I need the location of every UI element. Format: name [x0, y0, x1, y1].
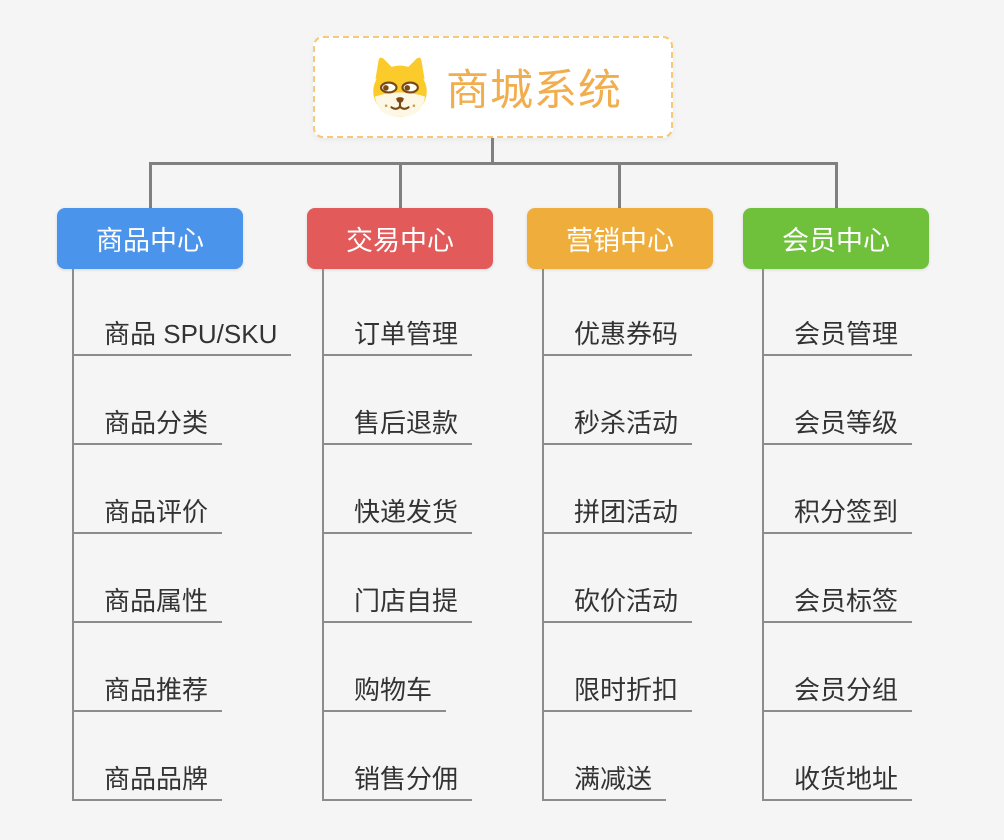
connector-horizontal	[149, 162, 838, 165]
branch-column-member: 会员管理会员等级积分签到会员标签会员分组收货地址	[762, 269, 994, 801]
leaf-item[interactable]: 售后退款	[322, 403, 473, 445]
leaf-item[interactable]: 订单管理	[322, 314, 473, 356]
leaf-item[interactable]: 限时折扣	[542, 670, 693, 712]
branch-column-product: 商品 SPU/SKU 商品分类商品评价商品属性商品推荐商品品牌	[72, 269, 304, 801]
leaf-item[interactable]: 快递发货	[322, 492, 473, 534]
leaf-item[interactable]: 会员标签	[762, 581, 913, 623]
leaf-item[interactable]: 购物车	[322, 670, 447, 712]
branch-header-trade[interactable]: 交易中心	[307, 208, 493, 269]
connector-drop	[149, 162, 152, 208]
leaf-item[interactable]: 积分签到	[762, 492, 913, 534]
leaf-item[interactable]: 拼团活动	[542, 492, 693, 534]
leaf-item[interactable]: 满减送	[542, 759, 667, 801]
leaf-item[interactable]: 商品品牌	[72, 759, 223, 801]
leaf-item[interactable]: 商品评价	[72, 492, 223, 534]
leaf-item[interactable]: 砍价活动	[542, 581, 693, 623]
leaf-item[interactable]: 会员管理	[762, 314, 913, 356]
leaf-item[interactable]: 销售分佣	[322, 759, 473, 801]
leaf-item[interactable]: 收货地址	[762, 759, 913, 801]
root-node[interactable]: 商城系统	[313, 36, 673, 138]
branch-header-marketing[interactable]: 营销中心	[527, 208, 713, 269]
leaf-item[interactable]: 商品推荐	[72, 670, 223, 712]
leaf-item[interactable]: 会员等级	[762, 403, 913, 445]
dog-face-icon	[373, 57, 427, 117]
leaf-item[interactable]: 商品属性	[72, 581, 223, 623]
leaf-item[interactable]: 商品分类	[72, 403, 223, 445]
leaf-item[interactable]: 门店自提	[322, 581, 473, 623]
leaf-item[interactable]: 商品 SPU/SKU	[72, 314, 292, 356]
connector-drop	[618, 162, 621, 208]
branch-column-marketing: 优惠券码秒杀活动拼团活动砍价活动限时折扣满减送	[542, 269, 774, 801]
root-title: 商城系统	[446, 67, 622, 115]
leaf-item[interactable]: 优惠券码	[542, 314, 693, 356]
leaf-item[interactable]: 秒杀活动	[542, 403, 693, 445]
branch-header-member[interactable]: 会员中心	[743, 208, 929, 269]
connector-root-stem	[491, 138, 494, 164]
branch-header-product[interactable]: 商品中心	[57, 208, 243, 269]
connector-drop	[399, 162, 402, 208]
connector-drop	[835, 162, 838, 208]
branch-column-trade: 订单管理售后退款快递发货门店自提购物车销售分佣	[322, 269, 554, 801]
leaf-item[interactable]: 会员分组	[762, 670, 913, 712]
